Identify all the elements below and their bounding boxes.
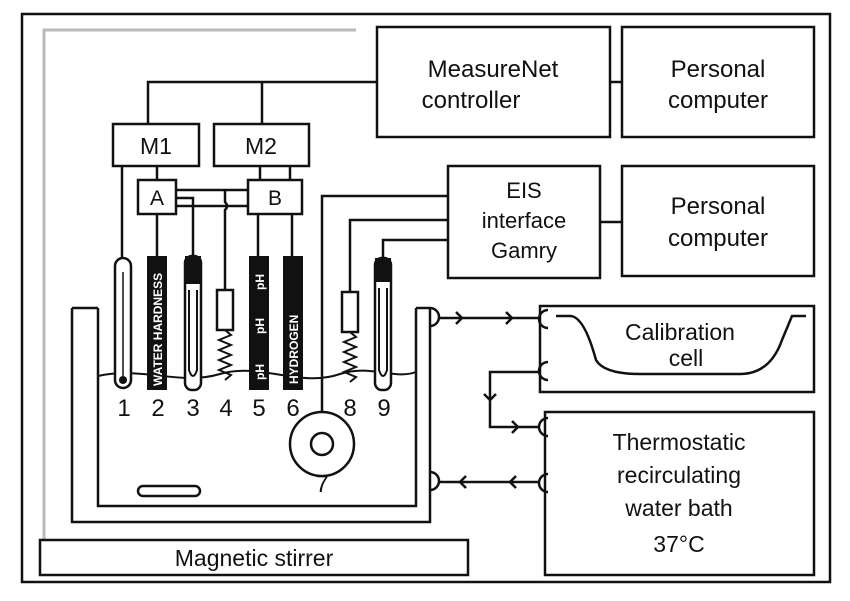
m2-box <box>212 122 311 168</box>
wire-a-probe3 <box>176 196 195 256</box>
wire-controller-m1 <box>146 80 377 124</box>
arrow-1 <box>455 311 464 325</box>
pc-mid-line2: computer <box>668 225 768 252</box>
arrow-4 <box>511 420 520 434</box>
b-label: B <box>268 187 282 210</box>
probe-5-label-top: pH <box>253 274 267 290</box>
calibration-line2: cell <box>669 345 704 371</box>
probe-2-label: WATER HARDNESS <box>151 273 165 386</box>
a-label: A <box>150 187 164 210</box>
probe-5-label-bottom: pH <box>253 364 267 380</box>
measurenet-line2: controller <box>422 87 521 114</box>
probe-5-ph <box>249 256 269 390</box>
probe-8-coil <box>341 331 359 383</box>
probe-number-9: 9 <box>377 395 390 422</box>
probe-4-coil <box>216 329 234 381</box>
pc-top-line2: computer <box>668 87 768 114</box>
measurenet-box <box>375 25 612 139</box>
m2-label: M2 <box>245 133 277 159</box>
eis-box <box>446 164 602 280</box>
inner-grey-frame <box>42 28 356 540</box>
wire-eis-probe7 <box>320 194 448 432</box>
probe-9-inner <box>378 288 388 377</box>
pc-mid-line1: Personal <box>671 193 766 220</box>
probe-6-hydrogen <box>283 256 303 390</box>
thermostat-line1: Thermostatic <box>613 429 746 455</box>
probe-5-label-mid: pH <box>253 318 267 334</box>
magnetic-stirrer-box <box>38 538 470 577</box>
probe-number-6: 6 <box>286 395 299 422</box>
pc-mid-box <box>620 164 816 278</box>
calibration-line1: Calibration <box>625 319 735 345</box>
probe-7-disk-inner <box>309 431 335 457</box>
thermostat-box <box>543 410 816 577</box>
probe-number-7: 7 <box>315 471 328 498</box>
probe-6-label: HYDROGEN <box>287 315 301 384</box>
probe-4-holder <box>215 288 235 332</box>
probe-number-3: 3 <box>186 395 199 422</box>
probe-2-water-hardness <box>147 256 167 390</box>
eis-line1: EIS <box>506 178 541 203</box>
probe-1-bulb <box>119 376 127 384</box>
probe-number-4: 4 <box>219 395 232 422</box>
probe-number-5: 5 <box>252 395 265 422</box>
eis-line2: interface <box>482 208 566 233</box>
wire-b-probe4 <box>223 190 229 290</box>
probe-3-cap <box>185 256 201 284</box>
magnetic-stirrer-label: Magnetic stirrer <box>175 545 334 571</box>
vessel-inner <box>96 308 418 508</box>
probe-number-8: 8 <box>343 395 356 422</box>
thermostat-line3: water bath <box>624 495 732 521</box>
m1-label: M1 <box>140 133 172 159</box>
eis-line3: Gamry <box>491 238 557 263</box>
vessel-outer <box>70 308 432 524</box>
pc-top-line1: Personal <box>671 56 766 83</box>
b-box <box>246 178 304 216</box>
calibration-box <box>538 304 816 394</box>
thermostat-line2: recirculating <box>617 462 741 488</box>
calibration-cell-vessel <box>556 314 806 376</box>
probe-8-holder <box>340 290 360 334</box>
arrow-2 <box>505 311 514 325</box>
thermostat-line4: 37°C <box>653 531 704 557</box>
arrow-6 <box>508 475 517 489</box>
arrow-5 <box>458 475 467 489</box>
wire-eis-probe8 <box>348 218 448 292</box>
probe-number-2: 2 <box>151 395 164 422</box>
probe-9-cap <box>375 258 391 282</box>
stir-bar <box>136 484 202 498</box>
pc-top-box <box>620 25 816 139</box>
arrow-3 <box>483 393 497 402</box>
measurenet-line1: MeasureNet <box>428 56 559 83</box>
wire-eis-probe9 <box>381 238 448 258</box>
probe-3-inner <box>188 290 198 377</box>
probe-number-1: 1 <box>117 395 130 422</box>
